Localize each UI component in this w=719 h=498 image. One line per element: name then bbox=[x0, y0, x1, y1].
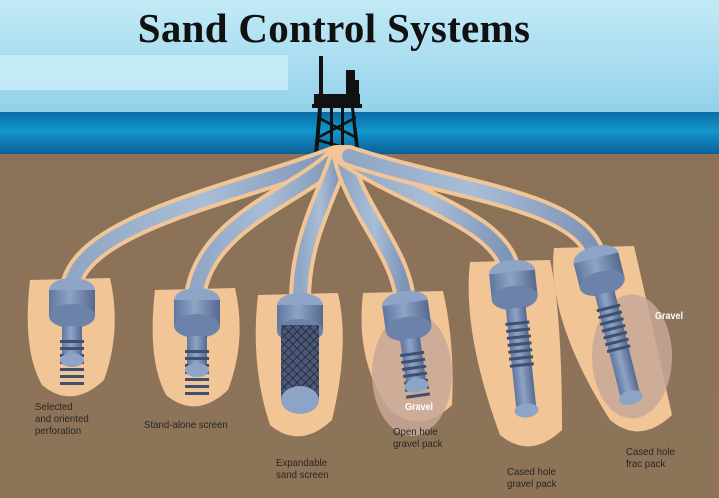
wellbore-perforation bbox=[27, 145, 347, 397]
completion-tool-open-hole bbox=[382, 290, 432, 399]
gravel-label-frac-pack: Gravel bbox=[655, 311, 684, 322]
tubing-stand-alone bbox=[189, 149, 345, 297]
label-cased-hole-gravel-pack: Cased hole gravel pack bbox=[507, 466, 557, 490]
completion-tool-cased-frac bbox=[573, 245, 643, 406]
sea bbox=[0, 112, 719, 154]
wellbore-expandable bbox=[255, 145, 351, 437]
tubing-perforation bbox=[65, 149, 343, 289]
label-cased-hole-frac-pack: Cased hole frac pack bbox=[626, 446, 675, 470]
label-stand-alone-screen: Stand-alone screen bbox=[144, 419, 228, 431]
label-open-hole-gravel-pack: Open hole gravel pack bbox=[393, 426, 443, 450]
completion-tool-stand-alone bbox=[174, 288, 220, 395]
tubing-expandable bbox=[293, 149, 347, 307]
tubing-cased-frac bbox=[342, 149, 602, 262]
wellbore-open-hole bbox=[332, 145, 453, 436]
completion-tool-perforation bbox=[49, 278, 95, 385]
gravel-label-open-hole: Gravel bbox=[405, 402, 434, 413]
tubing-open-hole bbox=[336, 149, 412, 307]
completion-tool-expandable bbox=[277, 293, 323, 414]
label-selected-oriented-perforation: Selected and oriented perforation bbox=[35, 401, 89, 437]
sky-band-light bbox=[0, 55, 288, 90]
diagram-title: Sand Control Systems bbox=[137, 5, 531, 51]
completion-tool-cased-gravel bbox=[489, 259, 539, 418]
label-expandable-sand-screen: Expandable sand screen bbox=[276, 457, 329, 481]
wellbore-cased-frac bbox=[338, 145, 672, 432]
wellbore-stand-alone bbox=[152, 145, 349, 407]
